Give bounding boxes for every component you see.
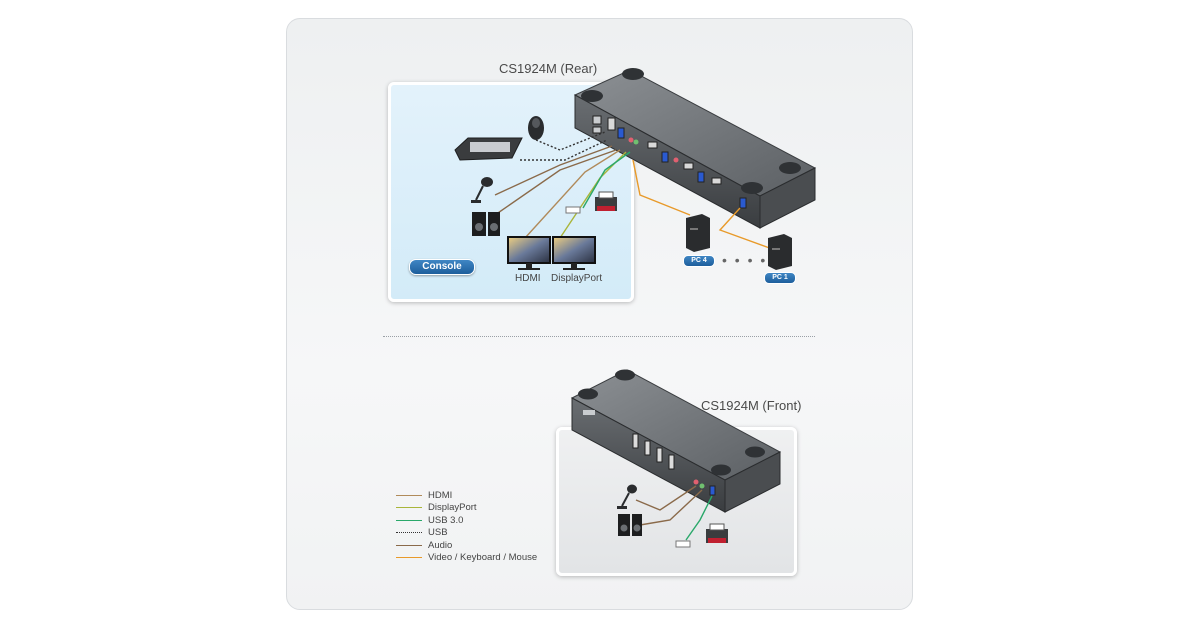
console-badge: Console — [409, 259, 475, 275]
legend-label: DisplayPort — [428, 502, 477, 514]
legend-swatch — [396, 557, 422, 559]
printer-device — [565, 191, 617, 214]
front-title: CS1924M (Front) — [701, 398, 802, 413]
front-printer-device — [675, 523, 728, 548]
legend-swatch — [396, 532, 422, 534]
front-microphone-device — [617, 484, 637, 509]
legend-label: USB — [428, 527, 448, 539]
keyboard-device — [454, 137, 523, 161]
section-divider — [383, 336, 815, 337]
hdmi-monitor — [507, 236, 551, 270]
kvm-rear-unit — [573, 68, 817, 229]
pc-1-tower — [768, 234, 792, 270]
legend-label: Video / Keyboard / Mouse — [428, 552, 538, 564]
front-speakers-device — [618, 514, 642, 536]
legend-item: USB 3.0 — [396, 514, 537, 527]
legend-swatch — [396, 544, 422, 546]
pc-4-badge: PC 4 — [683, 255, 715, 267]
rear-title: CS1924M (Rear) — [499, 61, 598, 76]
legend-swatch — [396, 507, 422, 509]
legend-label: HDMI — [428, 489, 453, 501]
legend-item: HDMI — [396, 489, 537, 502]
displayport-monitor-label: DisplayPort — [551, 273, 603, 284]
mouse-device — [528, 116, 544, 140]
pc-1-badge: PC 1 — [764, 272, 796, 284]
legend-swatch — [396, 519, 422, 521]
pc-ellipsis: • • • • — [722, 252, 768, 268]
microphone-device — [471, 177, 493, 203]
legend-label: USB 3.0 — [428, 514, 464, 526]
legend-label: Audio — [428, 539, 453, 551]
legend-item: Video / Keyboard / Mouse — [396, 552, 537, 565]
hdmi-monitor-label: HDMI — [515, 273, 541, 284]
displayport-monitor — [552, 236, 596, 270]
legend-swatch — [396, 494, 422, 496]
front-cables — [635, 485, 713, 541]
legend-item: Audio — [396, 539, 537, 552]
legend-item: DisplayPort — [396, 502, 537, 515]
speakers-device — [472, 212, 500, 236]
kvm-front-unit — [570, 369, 782, 513]
rear-cables — [494, 131, 776, 251]
pc-4-tower — [686, 214, 710, 252]
legend-item: USB — [396, 527, 537, 540]
